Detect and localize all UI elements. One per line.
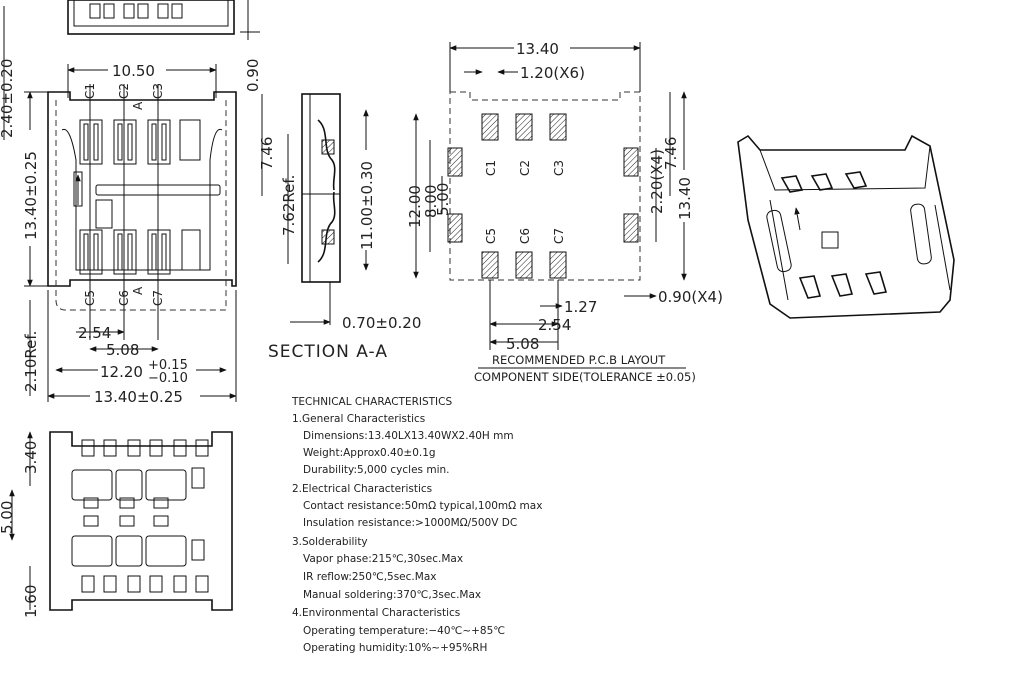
tech-item: Durability:5,000 cycles min.: [303, 464, 450, 476]
dim-1100: 11.00±0.30: [358, 161, 376, 250]
top-view: C1 C2 C3 A C5 C6 C7 A 10.50 13.40±0.25 2…: [0, 6, 262, 406]
dim-inner-width: 12.20: [100, 363, 143, 381]
dim-762ref: 7.62Ref.: [280, 175, 298, 236]
dim-pitch-a: 2.54: [78, 324, 111, 342]
dim-746: 7.46: [258, 137, 276, 170]
bottom-view: 3.40 5.00 1.60: [0, 431, 233, 618]
dim-070: 0.70±0.20: [342, 314, 421, 332]
tech-item: Manual soldering:370℃,3sec.Max: [303, 589, 481, 601]
top-contact-label: C2: [117, 83, 131, 99]
tech-item: Weight:Approx0.40±0.1g: [303, 447, 436, 459]
bottom-contact-label: C7: [151, 290, 165, 306]
section-mark: A: [131, 101, 145, 110]
section-mark: A: [131, 286, 145, 295]
bottom-dim-160: 1.60: [22, 585, 40, 618]
bottom-dim-500: 5.00: [0, 501, 16, 534]
pcb-layout: 13.40 1.20(X6) C1 C2 C3 C5 C6 C7 12.00 8…: [406, 38, 723, 384]
pcb-pad-label: C1: [484, 160, 498, 176]
section-title: SECTION A-A: [268, 342, 388, 362]
tech-item: Operating humidity:10%~+95%RH: [303, 642, 487, 654]
tech-title: TECHNICAL CHARACTERISTICS: [291, 396, 452, 408]
pcb-dim-220: 2.20(X4): [648, 149, 666, 214]
dim-pitch-b: 5.08: [106, 341, 139, 359]
pcb-pad-label: C2: [518, 160, 532, 176]
dim-total-height: 2.40±0.20: [0, 59, 16, 138]
dim-width: 10.50: [112, 62, 155, 80]
section-view: 0.70±0.20 11.00±0.30 7.62Ref. 7.46 SECTI…: [258, 93, 421, 362]
bottom-dim-340: 3.40: [22, 441, 40, 474]
dim-step: 0.90: [244, 59, 262, 92]
top-contact-label: C3: [151, 83, 165, 99]
tech-item: Vapor phase:215℃,30sec.Max: [303, 553, 463, 565]
tech-item: Contact resistance:50mΩ typical,100mΩ ma…: [303, 500, 542, 512]
pcb-dim-500: 5.00: [434, 183, 452, 216]
side-view: [67, 0, 260, 40]
dim-height: 13.40±0.25: [22, 151, 40, 240]
pcb-dim-800: 8.00: [422, 185, 440, 218]
pcb-pad-label: C7: [552, 228, 566, 244]
pcb-subtitle: COMPONENT SIDE(TOLERANCE ±0.05): [474, 370, 696, 384]
pcb-dim-pad-width: 1.20(X6): [520, 64, 585, 82]
tech-item: Operating temperature:−40℃~+85℃: [303, 625, 505, 637]
pcb-dim-1340: 13.40: [676, 177, 694, 220]
pcb-pad-label: C5: [484, 228, 498, 244]
dim-inner-width-tol-minus: −0.10: [148, 371, 188, 386]
top-contact-label: C1: [83, 83, 97, 99]
pcb-title: RECOMMENDED P.C.B LAYOUT: [492, 353, 666, 367]
tech-section-heading: 1.General Characteristics: [292, 413, 425, 425]
isometric-view: [737, 134, 955, 319]
dim-inner-width-tol-plus: +0.15: [148, 358, 188, 373]
pcb-dim-090: 0.90(X4): [658, 288, 723, 306]
tech-section-heading: 2.Electrical Characteristics: [292, 483, 432, 495]
pcb-dim-1200: 12.00: [406, 185, 424, 228]
tech-item: Dimensions:13.40LX13.40WX2.40H mm: [303, 430, 514, 442]
pcb-pad-label: C3: [552, 160, 566, 176]
dim-overall-width: 13.40±0.25: [94, 388, 183, 406]
pcb-dim-254: 2.54: [538, 316, 571, 334]
pcb-dim-width: 13.40: [516, 40, 559, 58]
bottom-contact-label: C6: [117, 290, 131, 306]
dim-ref: 2.10Ref.: [22, 331, 40, 392]
pcb-dim-508: 5.08: [506, 335, 539, 353]
tech-section-heading: 4.Environmental Characteristics: [292, 607, 460, 619]
pcb-dim-746: 7.46: [662, 137, 680, 170]
tech-section-heading: 3.Solderability: [292, 536, 368, 548]
technical-characteristics: TECHNICAL CHARACTERISTICS 1.General Char…: [291, 396, 542, 654]
tech-item: IR reflow:250℃,5sec.Max: [303, 571, 436, 583]
bottom-contact-label: C5: [83, 290, 97, 306]
pcb-dim-127: 1.27: [564, 298, 597, 316]
pcb-pad-label: C6: [518, 228, 532, 244]
tech-item: Insulation resistance:>1000MΩ/500V DC: [303, 517, 517, 529]
